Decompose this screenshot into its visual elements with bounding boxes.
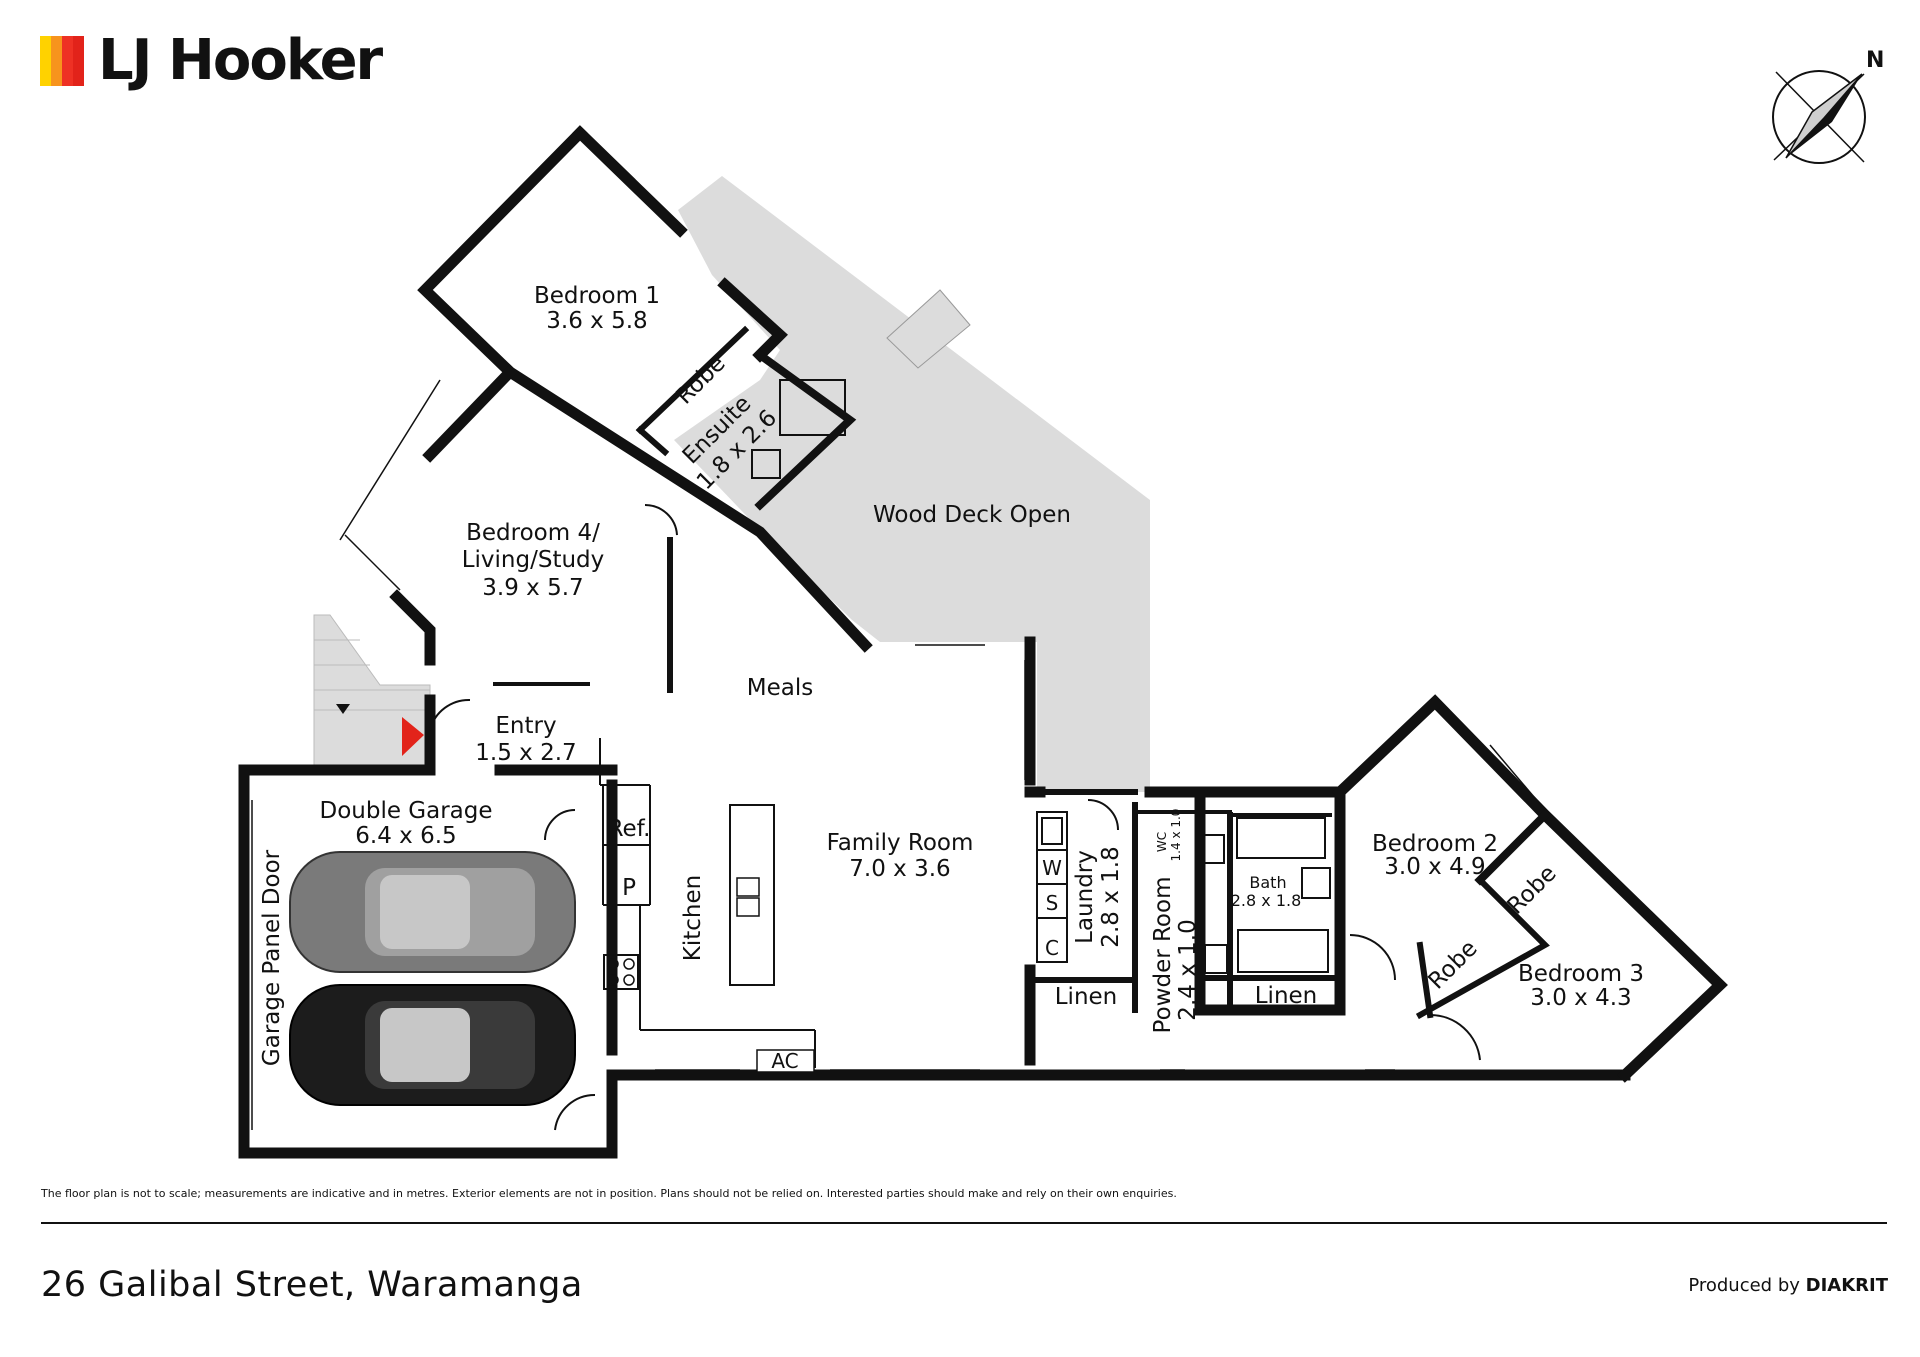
double-garage-size: 6.4 x 6.5 [355,823,456,849]
producer-credit: Produced by DIAKRIT [1688,1275,1888,1296]
laundry-sink-label: S [1046,891,1059,915]
compass-north-icon [1772,70,1866,164]
laundry-name: Laundry [1072,850,1098,944]
bedroom2-name: Bedroom 2 [1372,831,1498,857]
fridge-label: Ref. [608,816,651,842]
entry-size: 1.5 x 2.7 [475,740,576,766]
laundry-size: 2.8 x 1.8 [1098,846,1124,947]
entry-marker-icon [402,717,424,756]
ac-label: AC [771,1049,798,1073]
entry-stairs [313,614,431,771]
robe1-label: Robe [671,350,730,409]
brand-name: LJ Hooker [98,28,383,93]
powder-room-size: 2.4 x 1.0 [1175,919,1201,1020]
wc-size: 1.4 x 1.0 [1169,809,1183,862]
entry-name: Entry [495,713,556,739]
bedroom4-size: 3.9 x 5.7 [482,575,583,601]
credit-company: DIAKRIT [1805,1275,1888,1296]
robe2-label: Robe [1502,860,1561,919]
compass-north-label: N [1866,48,1885,73]
disclaimer-text: The floor plan is not to scale; measurem… [41,1187,1177,1200]
pantry-label: P [622,875,636,901]
lj-hooker-logo: LJ Hooker [40,28,383,93]
double-garage-name: Double Garage [319,798,492,824]
washer-label: W [1042,856,1062,880]
garage-panel-door-label: Garage Panel Door [259,849,285,1066]
walls [238,125,1728,1159]
bath-name: Bath [1249,873,1286,892]
family-room-size: 7.0 x 3.6 [849,856,950,882]
bedroom1-size: 3.6 x 5.8 [546,308,647,334]
wood-deck-area [674,176,1150,792]
car-light-icon [289,851,576,973]
bedroom4-line1: Bedroom 4/ [466,520,600,546]
linen2-label: Linen [1255,983,1318,1009]
wc-name: WC [1155,832,1169,852]
bedroom4-line2: Living/Study [462,547,605,573]
bath-size: 2.8 x 1.8 [1231,891,1302,910]
bedroom1-name: Bedroom 1 [534,283,660,309]
cooktop-icon [603,954,639,990]
bedroom3-size: 3.0 x 4.3 [1530,985,1631,1011]
family-room-name: Family Room [827,830,974,856]
kitchen-label: Kitchen [680,875,706,961]
wood-deck-label: Wood Deck Open [873,502,1071,528]
credit-prefix: Produced by [1688,1275,1800,1296]
meals-label: Meals [747,675,813,701]
kitchen-sink-icon [736,877,760,917]
property-address: 26 Galibal Street, Waramanga [41,1265,583,1305]
bedroom3-name: Bedroom 3 [1518,961,1644,987]
brand-color-bars [40,36,84,86]
cupboard-label: C [1045,936,1059,960]
linen1-label: Linen [1055,984,1118,1010]
bedroom2-size: 3.0 x 4.9 [1384,854,1485,880]
footer-divider [41,1222,1887,1224]
powder-room-name: Powder Room [1150,877,1176,1034]
car-dark-icon [289,984,576,1106]
